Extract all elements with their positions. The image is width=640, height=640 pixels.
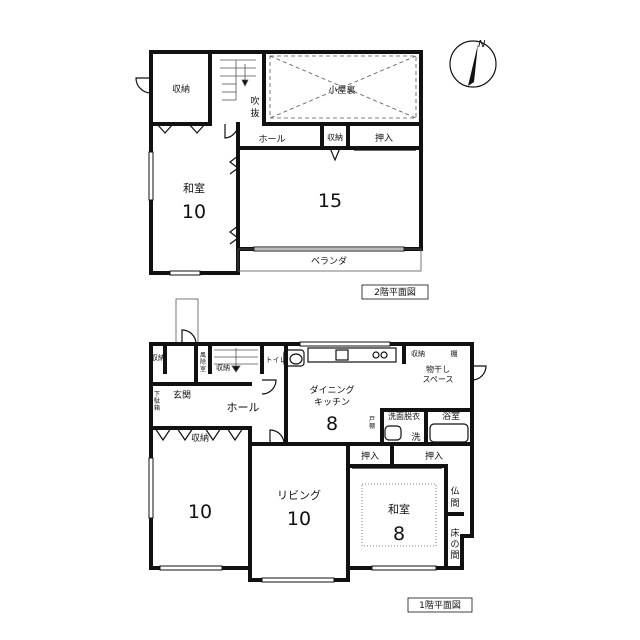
label-f1-sen: 洗 (411, 431, 420, 443)
f1-toilet-fixture (283, 349, 305, 367)
label-f2-storage-nw: 収納 (172, 83, 190, 95)
label-f2-veranda: ベランダ (311, 255, 347, 267)
label-f1-tokonoma-3: 間 (450, 550, 459, 561)
label-f1-storage-room: 収納 (191, 432, 209, 444)
stove-burner-icon (380, 351, 388, 359)
koyaura-diagonal-b (269, 55, 417, 119)
label-f1-dining: ダイニング (309, 384, 354, 396)
label-f1-washitsu: 和室 (388, 502, 410, 516)
f1-window-west (148, 457, 154, 519)
f1-toilet-door (261, 379, 277, 395)
floor2-caption: 2階平面図 (374, 287, 416, 298)
f1-kitchen-counter (307, 347, 397, 363)
label-f1-butsuma-1: 仏 (450, 486, 459, 497)
f2-veranda-outline (237, 248, 422, 272)
f2-exterior-door (135, 77, 152, 94)
f2-washitsu-door-bottom (229, 225, 239, 245)
label-f2-koyaura: 小屋裏 (328, 84, 355, 96)
label-f1-oshiire-1: 押入 (361, 450, 379, 462)
label-f1-tokonoma-1: 床 (450, 527, 459, 539)
f1-storage-room-folding-door (154, 427, 244, 442)
f2-stair (220, 59, 256, 101)
label-f1-tana: 棚 (451, 349, 458, 358)
koyaura-outline (269, 55, 417, 119)
label-f2-fukinuke-1: 吹 (250, 95, 259, 107)
label-f1-tokonoma-2: の (450, 540, 459, 550)
label-f1-storage-ne: 収納 (411, 349, 425, 358)
sink-icon (335, 349, 349, 361)
f1-entry-door (181, 329, 197, 345)
f2-washitsu-hall-door (224, 123, 239, 139)
compass-ring (449, 40, 497, 88)
f1-living-door (269, 429, 285, 445)
label-f1-storage-w: 収納 (151, 353, 165, 362)
floor2-outer-wall (149, 50, 423, 275)
f1-washitsu-tatami (361, 483, 437, 547)
label-f1-shoe-1: 下 (154, 391, 160, 398)
label-f1-toilet: トイレ (266, 356, 287, 364)
bathtub-icon (429, 423, 469, 443)
label-f1-monohoshi-2: スペース (422, 375, 453, 384)
label-f1-living: リビング (277, 488, 321, 502)
f2-washitsu-door-top (229, 155, 239, 175)
label-f1-room10-size: 10 (188, 501, 212, 523)
north-arrow-icon (468, 44, 478, 86)
label-f1-yokushitsu: 浴室 (442, 410, 460, 422)
compass: N (449, 39, 497, 88)
floor2-caption-box (361, 284, 429, 300)
label-f2-hall: ホール (258, 134, 285, 145)
label-f1-washitsu-size: 8 (393, 523, 405, 545)
label-f1-shoe-2: 駄 (154, 397, 160, 405)
f2-storage-folding-door (156, 123, 206, 134)
label-f2-fukinuke-2: 抜 (250, 107, 259, 119)
f2-window-south-washitsu (169, 270, 201, 276)
f2-window-west (148, 151, 154, 201)
washbasin-icon (384, 425, 402, 441)
label-f2-washitsu: 和室 (183, 181, 205, 195)
label-f1-hall: ホール (227, 401, 260, 414)
f1-window-south-washitsu (371, 565, 437, 571)
label-f2-storage-small: 収納 (327, 132, 343, 142)
label-f1-monohoshi-1: 物干し (426, 364, 450, 374)
floor1-caption: 1階平面図 (419, 600, 461, 611)
label-f1-living-size: 10 (287, 508, 311, 530)
label-f1-furoba-2: 除 (200, 358, 206, 366)
label-f1-furoba-1: 風 (200, 352, 206, 359)
label-f1-senmen: 洗面脱衣 (388, 411, 420, 421)
label-f2-oshiire: 押入 (375, 132, 393, 144)
label-f1-oshiire-2: 押入 (425, 450, 443, 462)
f1-window-south-living (261, 577, 335, 583)
f2-storage-small-door (329, 147, 341, 162)
label-f1-shoe-3: 箱 (154, 404, 160, 412)
label-f2-washitsu-size: 10 (182, 201, 206, 223)
f1-window-south-room10 (159, 565, 223, 571)
label-f1-dk-size: 8 (326, 413, 338, 435)
label-f1-furoba-3: 室 (200, 365, 206, 373)
floor2-plan: 収納 吹 抜 小屋裏 ホール 収納 押入 和室 10 15 ベランダ 2階平面図 (135, 50, 429, 300)
floor1-caption-box (407, 597, 473, 613)
compass-north-label: N (478, 39, 486, 50)
label-f1-storage-stair: 収納 (216, 363, 230, 372)
label-f1-butsuma-2: 間 (450, 498, 459, 509)
label-f1-kitchen: キッチン (314, 397, 350, 408)
label-f1-todana-2: 棚 (369, 422, 375, 430)
f1-window-north-kitchen (299, 341, 391, 347)
stove-burner-icon (372, 351, 380, 359)
toilet-bowl-icon (289, 353, 303, 365)
label-f2-room15-size: 15 (318, 190, 342, 212)
f1-stair (214, 348, 258, 373)
floor1-plan: 収納 風 除 室 収納 トイレ 玄関 下 駄 箱 ホール ダイニング キッチン … (148, 298, 487, 613)
label-f1-genkan: 玄関 (173, 389, 191, 401)
f1-exterior-door-east (471, 365, 487, 381)
label-f1-todana-1: 戸 (369, 416, 375, 423)
